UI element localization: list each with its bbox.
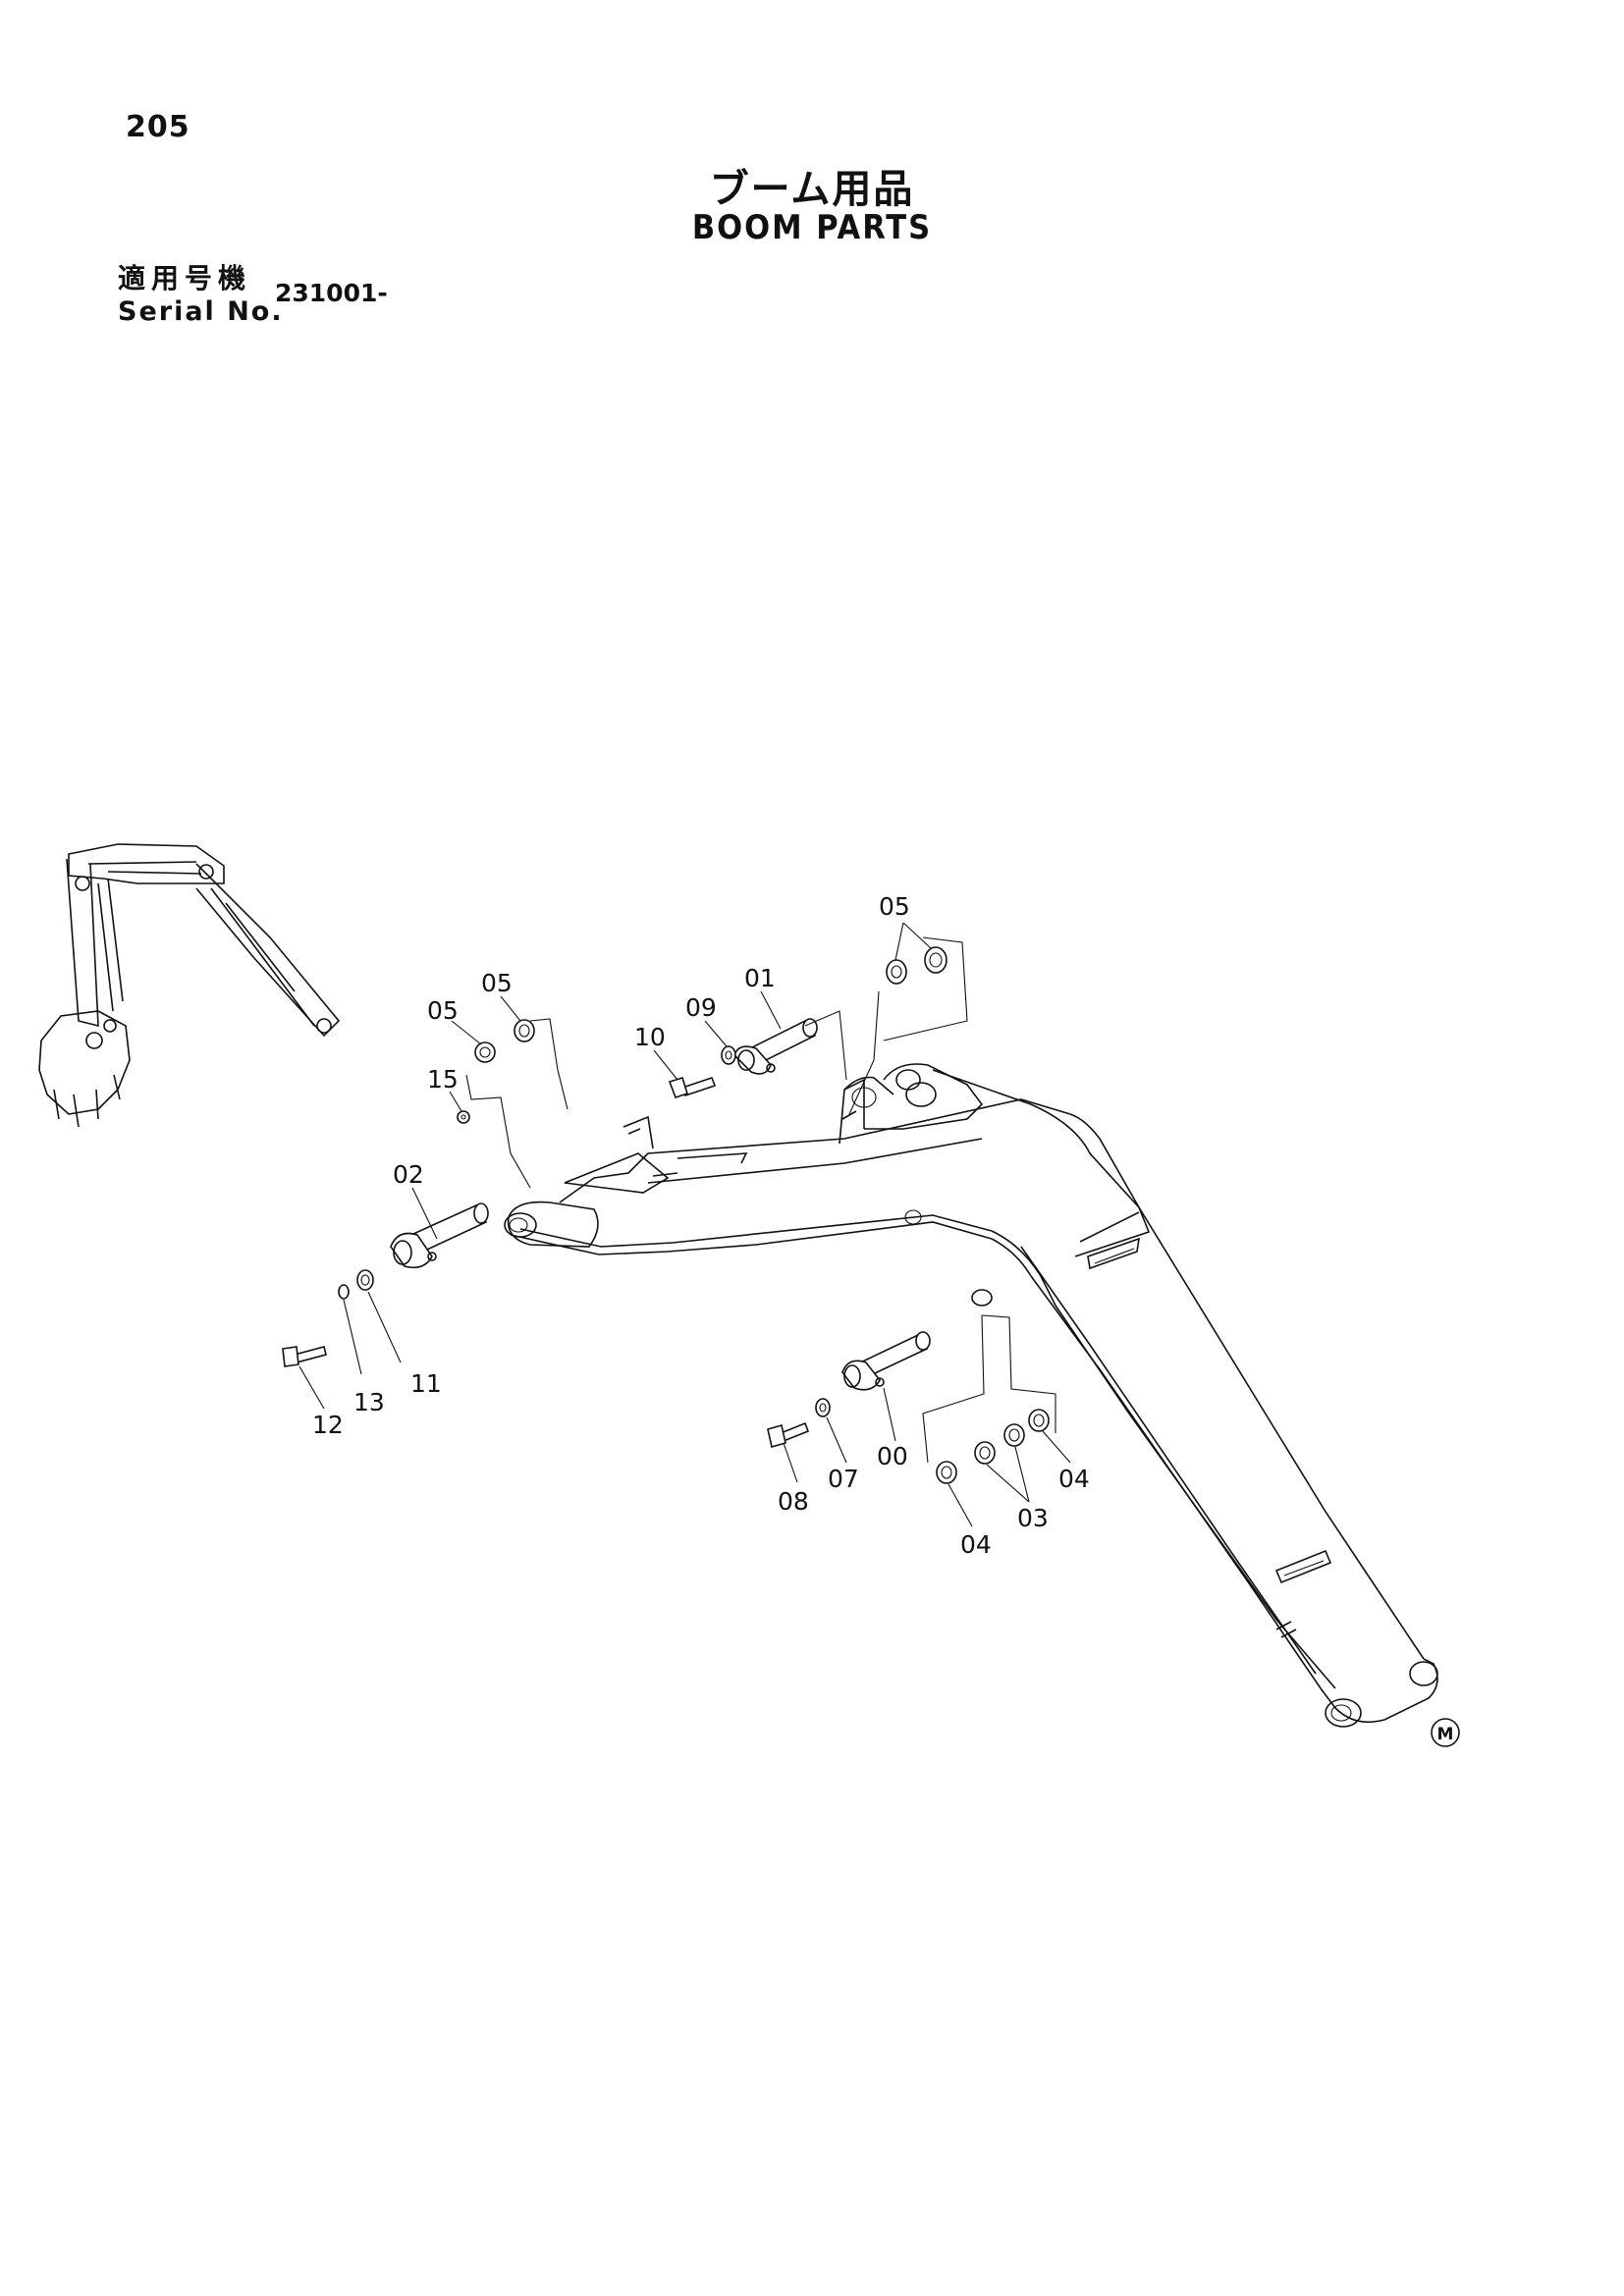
- callout-10: 10: [634, 1023, 666, 1051]
- callout-01: 01: [744, 964, 776, 992]
- callout-05-right: 05: [879, 892, 910, 921]
- page-title-japanese: ブーム用品: [709, 167, 915, 212]
- serial-label-english: Serial No.: [118, 296, 284, 327]
- callout-02: 02: [393, 1160, 424, 1189]
- callout-04-left: 04: [960, 1530, 992, 1559]
- callout-03: 03: [1017, 1504, 1049, 1532]
- callout-labels: 05 05 05 01 09 10 15 02 11 13 12 00 07 0…: [312, 892, 1090, 1559]
- callout-08: 08: [778, 1487, 809, 1516]
- boom-body: [504, 1063, 1438, 1728]
- callout-12: 12: [312, 1411, 344, 1439]
- callout-05-left: 05: [427, 996, 459, 1025]
- callout-13: 13: [353, 1388, 385, 1416]
- callout-11: 11: [410, 1369, 442, 1398]
- excavator-arm-thumbnail: [38, 843, 341, 1128]
- callout-15: 15: [427, 1065, 459, 1094]
- callout-00: 00: [877, 1442, 908, 1470]
- callout-04-right: 04: [1058, 1465, 1090, 1493]
- page-number: 205: [126, 110, 190, 144]
- callout-07: 07: [828, 1465, 859, 1493]
- callout-05-middle: 05: [481, 969, 513, 997]
- svg-text:M: M: [1437, 1725, 1454, 1744]
- circled-m-marker: M: [1431, 1718, 1460, 1747]
- page-title-english: BOOM PARTS: [691, 208, 933, 247]
- parts-pins: [282, 946, 1050, 1484]
- serial-number-value: 231001-: [275, 279, 388, 307]
- callout-leader-lines: [298, 922, 1071, 1527]
- serial-label-japanese: 適用号機: [118, 262, 252, 294]
- assembly-leader-brackets: [465, 936, 1056, 1464]
- callout-09: 09: [685, 993, 717, 1022]
